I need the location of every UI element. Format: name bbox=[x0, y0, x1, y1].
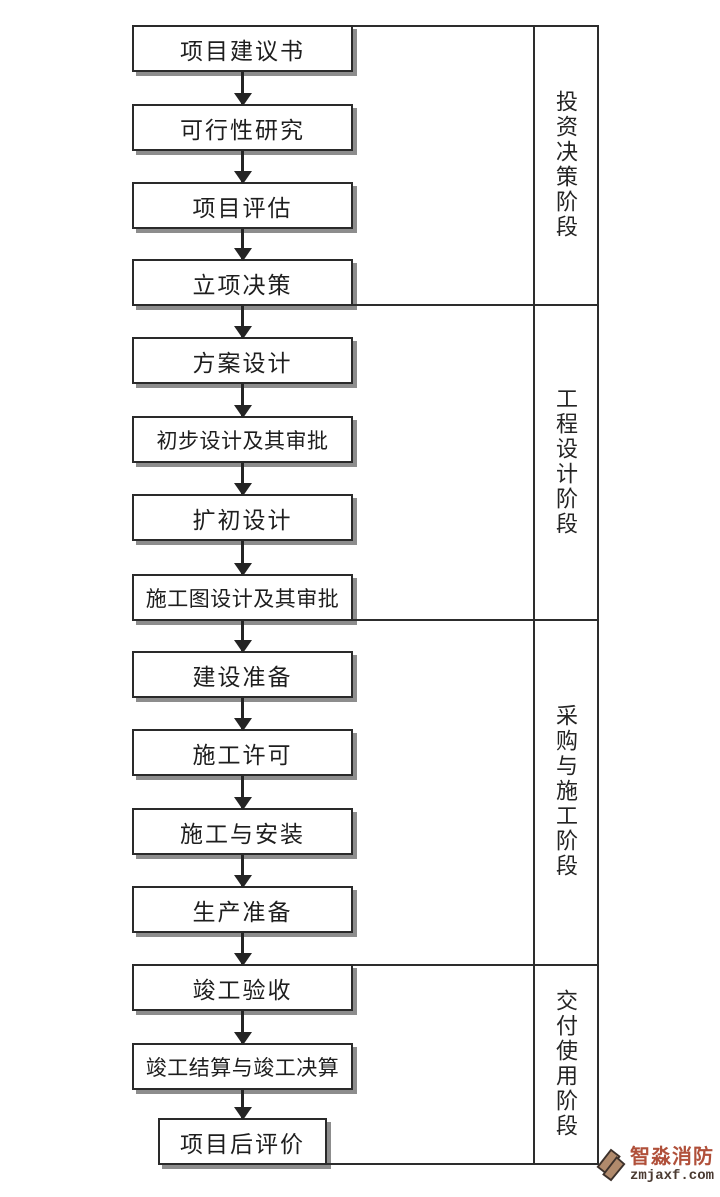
flow-step-label: 项目评估 bbox=[192, 195, 293, 221]
flow-step-feasibility-study: 可行性研究 bbox=[132, 104, 353, 151]
phase-label-investment-decision: 投资决策阶段 bbox=[535, 27, 595, 302]
phase-column-left-border bbox=[533, 25, 535, 1165]
flow-step-label: 施工与安装 bbox=[180, 821, 305, 847]
flow-step-approval-decision: 立项决策 bbox=[132, 259, 353, 306]
watermark-brand: 智淼消防 bbox=[630, 1146, 714, 1168]
phase-label-engineering-design: 工程设计阶段 bbox=[535, 306, 595, 617]
flow-step-completion-acceptance: 竣工验收 bbox=[132, 964, 353, 1011]
flow-step-construction-drawing-design: 施工图设计及其审批 bbox=[132, 574, 353, 621]
phase-divider-2 bbox=[353, 619, 599, 621]
arrow-down-icon bbox=[241, 933, 244, 964]
flow-step-project-evaluation: 项目评估 bbox=[132, 182, 353, 229]
flow-step-post-evaluation: 项目后评价 bbox=[158, 1118, 327, 1165]
arrow-down-icon bbox=[241, 229, 244, 259]
flow-step-label: 立项决策 bbox=[192, 272, 293, 298]
watermark-domain: zmjaxf.com bbox=[630, 1168, 715, 1184]
flow-step-label: 可行性研究 bbox=[180, 117, 305, 143]
flow-step-label: 建设准备 bbox=[192, 664, 293, 690]
arrow-down-icon bbox=[241, 463, 244, 494]
flow-step-label: 生产准备 bbox=[192, 899, 293, 925]
zhimiao-logo-icon bbox=[596, 1148, 626, 1182]
arrow-down-icon bbox=[241, 855, 244, 886]
arrow-down-icon bbox=[241, 384, 244, 416]
flow-step-label: 竣工验收 bbox=[192, 977, 293, 1003]
flow-step-expanded-design: 扩初设计 bbox=[132, 494, 353, 541]
flow-step-scheme-design: 方案设计 bbox=[132, 337, 353, 384]
arrow-down-icon bbox=[241, 72, 244, 104]
phase-label-procurement-construction: 采购与施工阶段 bbox=[535, 621, 595, 962]
arrow-down-icon bbox=[241, 776, 244, 808]
phase-label-text: 采购与施工阶段 bbox=[553, 704, 578, 879]
flow-step-preliminary-design: 初步设计及其审批 bbox=[132, 416, 353, 463]
arrow-down-icon bbox=[241, 151, 244, 182]
phase-label-text: 交付使用阶段 bbox=[553, 988, 578, 1139]
flow-step-production-preparation: 生产准备 bbox=[132, 886, 353, 933]
flow-step-label: 施工许可 bbox=[192, 742, 293, 768]
flow-step-label: 初步设计及其审批 bbox=[156, 428, 329, 453]
phase-divider-3 bbox=[353, 964, 599, 966]
phase-divider-1 bbox=[353, 304, 599, 306]
flow-step-label: 项目建议书 bbox=[180, 38, 305, 64]
flow-step-construction-preparation: 建设准备 bbox=[132, 651, 353, 698]
arrow-down-icon bbox=[241, 1090, 244, 1118]
flow-step-label: 方案设计 bbox=[192, 350, 293, 376]
arrow-down-icon bbox=[241, 306, 244, 337]
flow-step-project-proposal: 项目建议书 bbox=[132, 25, 353, 72]
phase-divider-top bbox=[353, 25, 599, 27]
flow-step-completion-settlement: 竣工结算与竣工决算 bbox=[132, 1043, 353, 1090]
flow-step-label: 施工图设计及其审批 bbox=[145, 586, 340, 611]
arrow-down-icon bbox=[241, 621, 244, 651]
arrow-down-icon bbox=[241, 698, 244, 729]
flow-step-construction-installation: 施工与安装 bbox=[132, 808, 353, 855]
arrow-down-icon bbox=[241, 1011, 244, 1043]
phase-divider-bottom bbox=[327, 1163, 599, 1165]
phase-label-text: 投资决策阶段 bbox=[553, 89, 578, 240]
flow-step-construction-permit: 施工许可 bbox=[132, 729, 353, 776]
arrow-down-icon bbox=[241, 541, 244, 574]
phase-label-delivery-use: 交付使用阶段 bbox=[535, 966, 595, 1161]
watermark: 智淼消防 zmjaxf.com bbox=[595, 1146, 714, 1184]
flow-step-label: 扩初设计 bbox=[192, 507, 293, 533]
phase-column-right-border bbox=[597, 25, 599, 1165]
flow-step-label: 竣工结算与竣工决算 bbox=[145, 1055, 340, 1080]
phase-label-text: 工程设计阶段 bbox=[553, 386, 578, 537]
flow-step-label: 项目后评价 bbox=[180, 1131, 305, 1157]
